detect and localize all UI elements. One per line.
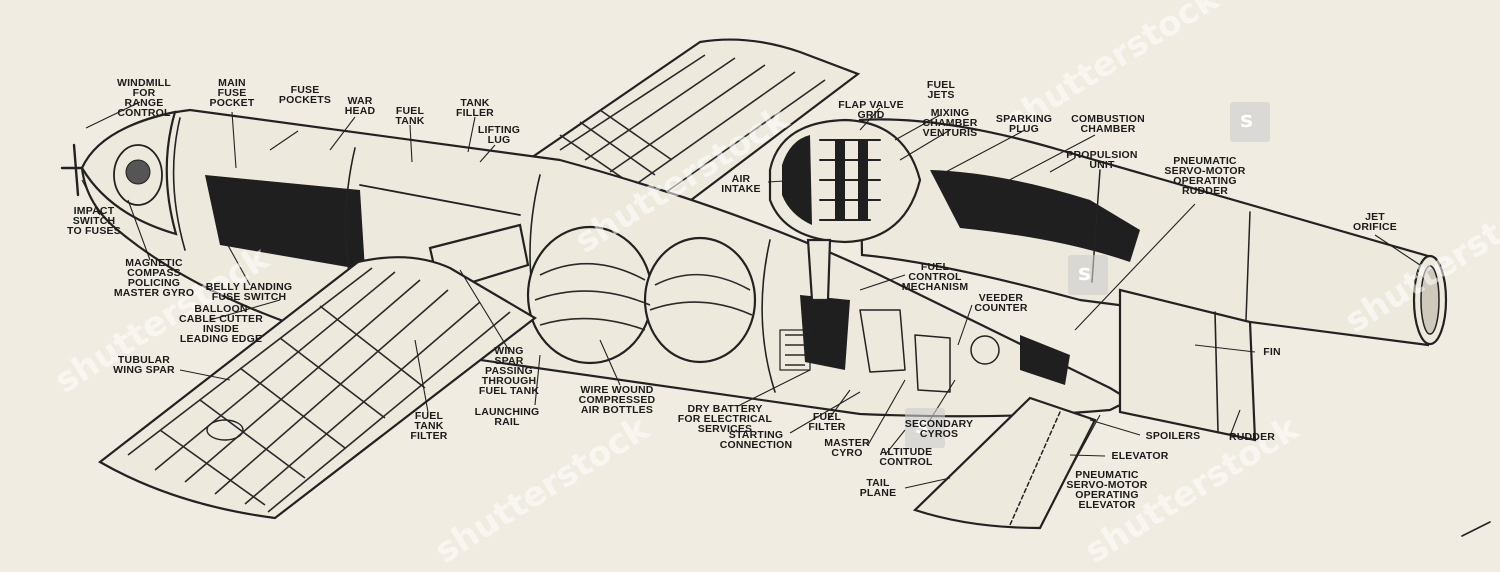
label-tubular-wing-spar: TUBULAR WING SPAR <box>113 354 175 376</box>
label-windmill-range-control: WINDMILL FOR RANGE CONTROL <box>116 77 172 119</box>
label-fuel-tank-filter: FUEL TANK FILTER <box>410 410 448 442</box>
label-master-cyro: MASTER CYRO <box>824 437 870 459</box>
label-flap-valve-grid: FLAP VALVE GRID <box>838 99 904 121</box>
leader-lines <box>81 101 1421 489</box>
label-wing-spar-passing: WING SPAR PASSING THROUGH FUEL TANK <box>478 345 540 397</box>
label-magnetic-compass: MAGNETIC COMPASS POLICING MASTER GYRO <box>113 257 195 299</box>
label-rudder: RUDDER <box>1228 431 1276 443</box>
watermark-logo-icon: s <box>905 408 945 448</box>
label-tail-plane: TAIL PLANE <box>859 477 897 499</box>
label-fuel-filter: FUEL FILTER <box>808 411 846 433</box>
label-wire-wound-air-bottles: WIRE WOUND COMPRESSED AIR BOTTLES <box>578 384 656 416</box>
label-propulsion-unit: PROPULSION UNIT <box>1066 149 1138 171</box>
label-mixing-chamber-venturis: MIXING CHAMBER VENTURIS <box>922 107 978 139</box>
label-sparking-plug: SPARKING PLUG <box>995 113 1053 135</box>
label-fuel-jets: FUEL JETS <box>926 79 956 101</box>
label-fuel-tank-top: FUEL TANK <box>395 105 425 127</box>
label-dry-battery: DRY BATTERY FOR ELECTRICAL SERVICES <box>677 403 773 435</box>
label-starting-connection: STARTING CONNECTION <box>719 429 793 451</box>
label-pneumatic-elevator: PNEUMATIC SERVO-MOTOR OPERATING ELEVATOR <box>1066 469 1148 511</box>
label-fin: FIN <box>1263 346 1281 358</box>
label-jet-orifice: JET ORIFICE <box>1353 211 1397 233</box>
fin-drawing <box>1118 288 1257 442</box>
label-war-head: WAR HEAD <box>344 95 376 117</box>
diagram-stage: shutterstock shutterstock shutterstock s… <box>48 0 1500 572</box>
watermark-logo-icon: s <box>1068 255 1108 295</box>
label-secondary-cyros: SECONDARY CYROS <box>904 418 974 440</box>
near-wing <box>98 256 537 520</box>
label-fuse-pockets: FUSE POCKETS <box>278 84 332 106</box>
label-altitude-control: ALTITUDE CONTROL <box>879 446 933 468</box>
label-fuel-control-mechanism: FUEL CONTROL MECHANISM <box>901 261 969 293</box>
label-tank-filler: TANK FILLER <box>456 97 494 119</box>
label-impact-switch: IMPACT SWITCH TO FUSES <box>67 205 121 237</box>
watermark-logo-icon: s <box>1230 102 1270 142</box>
label-lifting-lug: LIFTING LUG <box>477 124 521 146</box>
propulsion-unit-drawing <box>768 118 1448 347</box>
label-belly-landing-fuse-switch: BELLY LANDING FUSE SWITCH <box>205 281 293 303</box>
label-main-fuse-pocket: MAIN FUSE POCKET <box>209 77 255 109</box>
label-spoilers: SPOILERS <box>1145 430 1201 442</box>
tail-plane-drawing <box>912 396 1097 530</box>
label-combustion-chamber: COMBUSTION CHAMBER <box>1071 113 1145 135</box>
label-elevator: ELEVATOR <box>1111 450 1169 462</box>
label-veeder-counter: VEEDER COUNTER <box>974 292 1028 314</box>
label-launching-rail: LAUNCHING RAIL <box>474 406 540 428</box>
label-pneumatic-rudder: PNEUMATIC SERVO-MOTOR OPERATING RUDDER <box>1164 155 1246 197</box>
label-balloon-cable-cutter: BALLOON CABLE CUTTER INSIDE LEADING EDGE <box>178 303 264 345</box>
label-air-intake: AIR INTAKE <box>721 173 761 195</box>
v1-cutaway-drawing <box>60 38 1491 537</box>
